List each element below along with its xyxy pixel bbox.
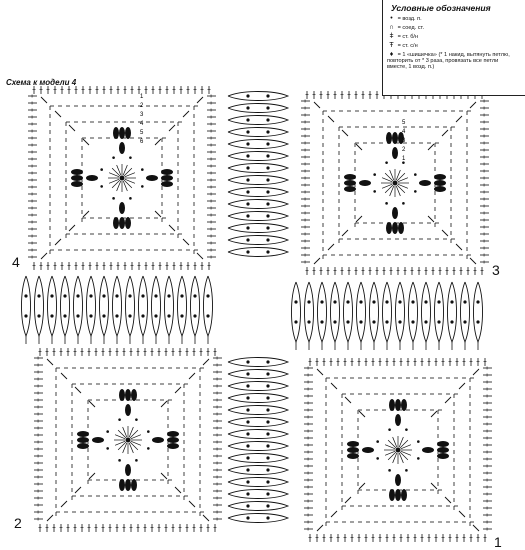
row-number: 2: [140, 103, 144, 109]
row-number: 5: [140, 130, 144, 136]
row-number: 1: [140, 94, 144, 100]
double-crochet-symbol: Ŧ: [389, 42, 394, 49]
row-number: 3: [140, 112, 144, 118]
connector-loops-bottom: [227, 357, 290, 523]
bobble-stitch-symbol: ♦: [389, 51, 394, 58]
legend-item: ♦ = 1 «шишечка» (* 1 накид, вытянуть пет…: [387, 51, 510, 71]
connector-loops-left: [21, 275, 213, 344]
motif-square-top-left: [28, 86, 216, 270]
row-number: 2: [402, 147, 406, 153]
legend-box: Условные обозначения • = возд. п. ∩ = со…: [382, 0, 525, 96]
scheme-title: Схема к модели 4: [6, 78, 77, 87]
quadrant-label-2: 2: [14, 515, 22, 531]
slip-stitch-symbol: ∩: [388, 24, 395, 31]
legend-item: Ŧ = ст. с/н: [387, 42, 417, 49]
legend-item: • = возд. п.: [387, 15, 421, 22]
legend-item: ∩ = соед. ст.: [388, 24, 425, 31]
quadrant-label-4: 4: [12, 254, 20, 270]
motif-square-bottom-left: [34, 348, 222, 532]
row-number: 5: [402, 120, 406, 126]
legend-title: Условные обозначения: [391, 3, 491, 13]
connector-loops-right: [291, 281, 483, 350]
chain-stitch-symbol: •: [390, 15, 393, 22]
connector-loops-top: [227, 91, 290, 257]
row-number: 4: [402, 129, 406, 135]
row-number: 4: [140, 121, 144, 127]
motif-square-top-right: [301, 91, 489, 275]
row-number: 1: [402, 156, 406, 162]
row-number: 3: [402, 138, 406, 144]
motif-square-bottom-right: [304, 358, 492, 542]
single-crochet-symbol: ǂ: [389, 33, 394, 40]
quadrant-label-3: 3: [492, 262, 500, 278]
legend-item: ǂ = ст. б/н: [387, 33, 418, 40]
quadrant-label-1: 1: [494, 534, 502, 550]
row-number: 6: [140, 139, 144, 145]
